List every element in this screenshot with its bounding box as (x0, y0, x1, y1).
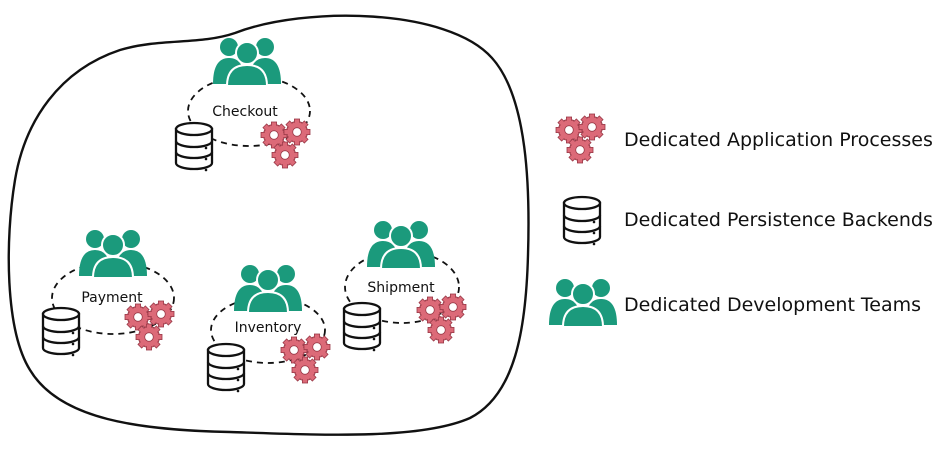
service-label: Payment (81, 290, 143, 306)
gears-icon (281, 334, 330, 383)
people-group-icon (548, 278, 618, 328)
service-label: Inventory (235, 320, 302, 336)
gears-icon (417, 294, 466, 343)
gears-icon (556, 114, 605, 163)
legend-item-teams: Dedicated Development Teams (548, 278, 921, 328)
legend-label: Dedicated Development Teams (624, 294, 921, 316)
service-checkout: Checkout (174, 37, 311, 173)
service-payment: Payment (41, 229, 175, 358)
database-icon (206, 342, 246, 394)
service-label: Checkout (212, 104, 278, 120)
database-icon (342, 301, 382, 353)
database-icon (562, 195, 602, 247)
gears-icon (125, 301, 174, 350)
database-icon (174, 121, 214, 173)
people-group-icon (366, 220, 436, 270)
people-group-icon (78, 229, 148, 279)
service-boundary (187, 75, 311, 147)
people-group-icon (212, 37, 282, 87)
service-label: Shipment (367, 280, 435, 296)
legend: Dedicated Application Processes Dedicate… (548, 114, 933, 328)
service-inventory: Inventory (206, 264, 330, 394)
service-boundary (210, 296, 326, 364)
legend-label: Dedicated Application Processes (624, 129, 933, 151)
system-boundary (7, 14, 530, 436)
legend-label: Dedicated Persistence Backends (624, 209, 933, 231)
gears-icon (261, 119, 310, 168)
database-icon (41, 306, 81, 358)
legend-item-processes: Dedicated Application Processes (556, 114, 933, 163)
people-group-icon (233, 264, 303, 314)
service-shipment: Shipment (342, 220, 466, 353)
legend-item-persistence: Dedicated Persistence Backends (562, 195, 933, 247)
